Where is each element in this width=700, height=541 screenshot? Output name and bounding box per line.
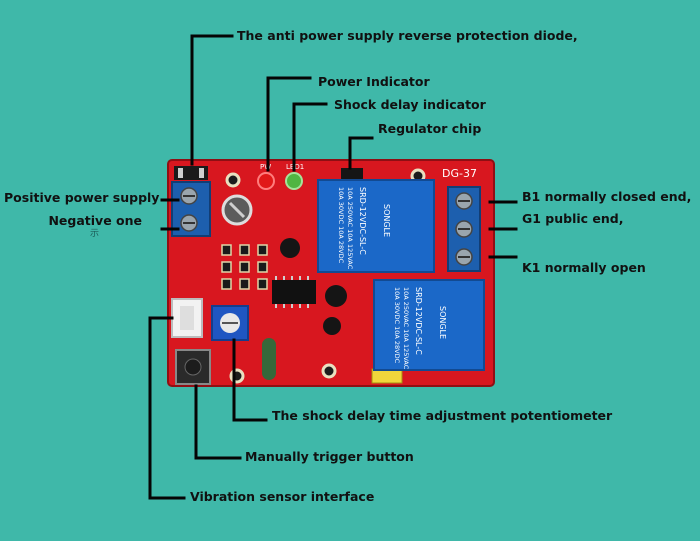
power-led: [257, 172, 275, 190]
delay-potentiometer: [211, 305, 249, 341]
protection-diode: [174, 166, 208, 180]
sensor-connector: [171, 298, 203, 338]
label-positive-power-supply: Positive power supply: [4, 190, 160, 205]
label-regulator-chip: Regulator chip: [378, 121, 482, 136]
power-input-terminal: [171, 181, 211, 237]
relay-2: SRD-12VDC-SL-C 10A 250VAC 10A 125VAC 10A…: [373, 279, 485, 371]
label-negative-sub: 示: [90, 229, 100, 239]
label-diode: The anti power supply reverse protection…: [237, 28, 578, 43]
label-negative: Negative one: [48, 213, 142, 228]
transistor: [280, 238, 300, 258]
relay-model: SRD-12VDC-SL-C: [358, 187, 367, 255]
electrolytic-capacitor: [221, 194, 253, 226]
trigger-push-button: [175, 349, 211, 385]
relay-brand: SONGLE: [382, 204, 391, 237]
label-shock-delay-indicator: Shock delay indicator: [334, 97, 486, 112]
transistor: [323, 317, 341, 335]
yellow-jumper: [371, 368, 403, 384]
label-vibration-sensor-interface: Vibration sensor interface: [190, 489, 375, 504]
relay-rating: 10A 250VAC 10A 125VAC: [402, 287, 410, 370]
relay-output-terminal: [447, 186, 481, 272]
label-b1-normally-closed: B1 normally closed end,: [522, 189, 692, 204]
label-k1-normally-open: K1 normally open: [522, 260, 646, 275]
transistor: [325, 285, 347, 307]
callout-lines: [148, 34, 518, 500]
relay-rating: 10A 30VDC 10A 28VDC: [337, 187, 345, 264]
smd-resistors: [221, 244, 268, 290]
green-component: [262, 338, 276, 380]
relay-rating: 10A 250VAC 10A 125VAC: [346, 187, 354, 270]
label-g1-public-end: G1 public end,: [522, 211, 624, 226]
led-label-pw: PW: [260, 163, 271, 171]
label-trigger-button: Manually trigger button: [245, 449, 414, 464]
relay-model: SRD-12VDC-SL-C: [414, 287, 423, 355]
board-model-label: DG-37: [442, 167, 477, 180]
label-power-indicator: Power Indicator: [318, 74, 430, 89]
label-potentiometer: The shock delay time adjustment potentio…: [272, 408, 613, 423]
main-ic: [272, 276, 316, 308]
relay-rating: 10A 30VDC 10A 28VDC: [393, 287, 401, 364]
relay-brand: SONGLE: [438, 306, 447, 339]
delay-led: [285, 172, 303, 190]
relay-1: SRD-12VDC-SL-C 10A 250VAC 10A 125VAC 10A…: [317, 179, 435, 273]
